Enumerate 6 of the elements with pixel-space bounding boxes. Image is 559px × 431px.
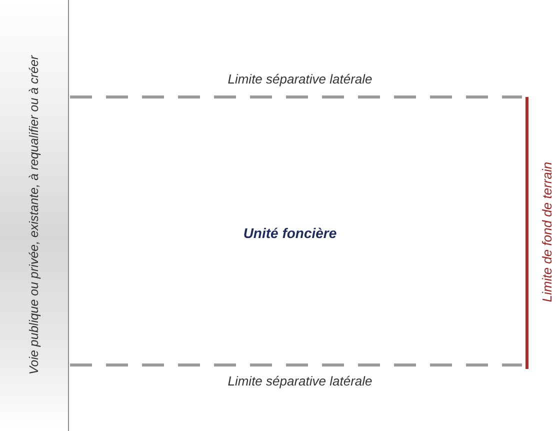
side-boundary-label: Limite séparative latérale bbox=[228, 72, 372, 86]
road-band bbox=[0, 0, 69, 431]
side-boundary-label: Limite séparative latérale bbox=[228, 374, 372, 388]
road-label: Voie publique ou privée, existante, à requalifier ou à créer bbox=[27, 55, 41, 375]
plot-label: Unité foncière bbox=[243, 225, 337, 241]
rear-boundary-label: Limite de fond de terrain bbox=[540, 162, 554, 302]
